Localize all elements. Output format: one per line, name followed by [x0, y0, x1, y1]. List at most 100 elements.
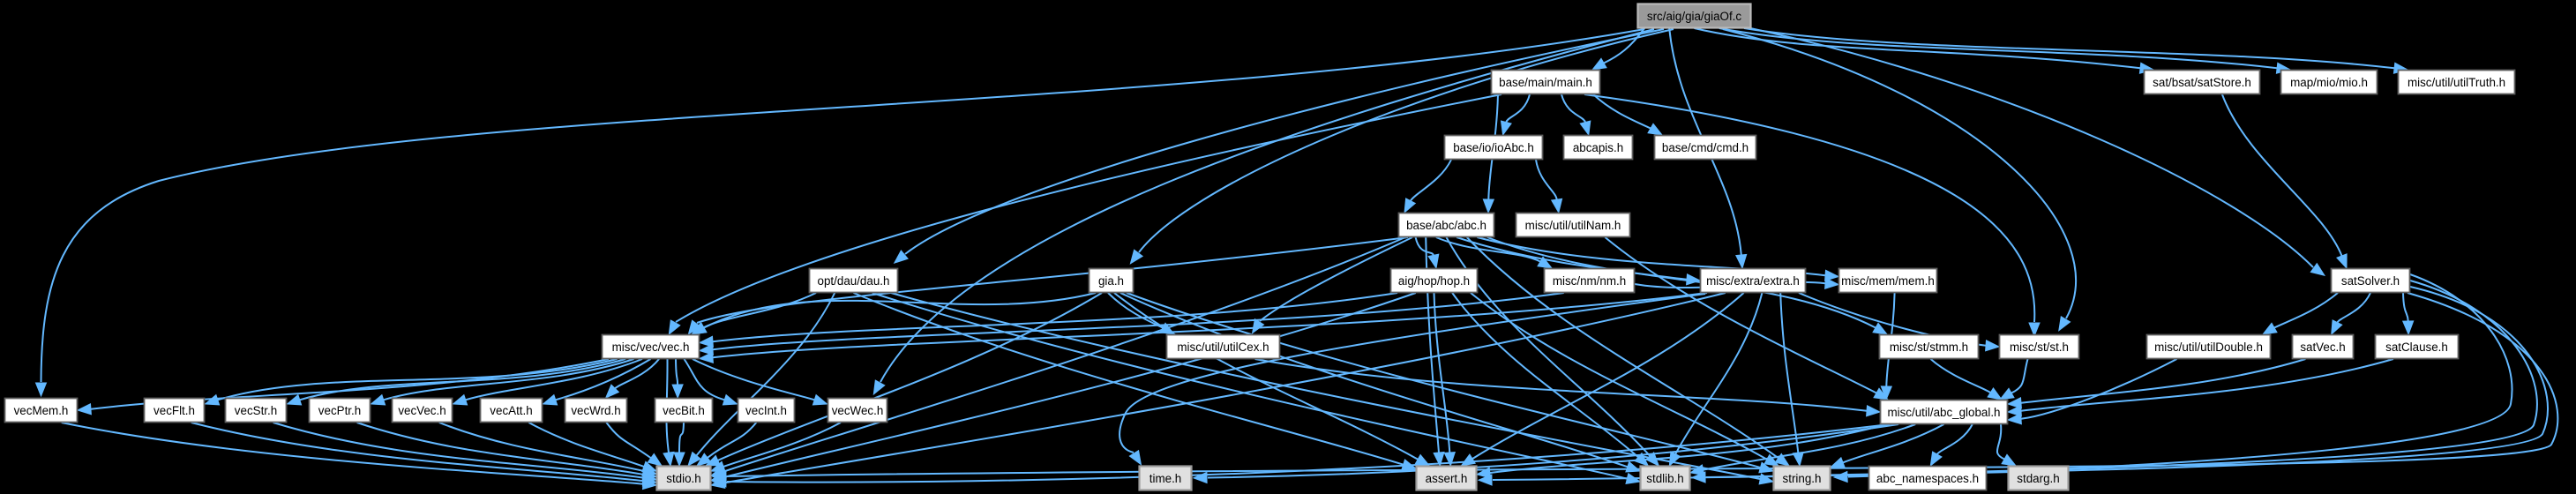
edge-arrowhead	[1427, 253, 1440, 270]
edge-arrowhead	[695, 453, 712, 467]
node-dau[interactable]: opt/dau/dau.h	[808, 267, 899, 294]
node-assert[interactable]: assert.h	[1415, 465, 1478, 491]
node-stdarg[interactable]: stdarg.h	[2007, 465, 2070, 491]
node-vec[interactable]: misc/vec/vec.h	[601, 333, 700, 360]
node-box[interactable]	[391, 397, 453, 423]
node-box[interactable]	[1562, 134, 1634, 161]
node-abcglobal[interactable]: misc/util/abc_global.h	[1879, 399, 2009, 425]
node-gia[interactable]: gia.h	[1088, 267, 1134, 294]
node-vecstr[interactable]: vecStr.h	[224, 397, 288, 423]
node-stmm[interactable]: misc/st/stmm.h	[1878, 333, 1980, 360]
node-vecptr[interactable]: vecPtr.h	[308, 397, 371, 423]
node-abc[interactable]: base/abc/abc.h	[1397, 212, 1495, 238]
node-box[interactable]	[1868, 465, 1988, 491]
node-box[interactable]	[2280, 69, 2378, 95]
edge-utildouble-to-abcglobal	[2006, 358, 2177, 425]
node-root[interactable]: src/aig/gia/giaOf.c	[1636, 3, 1752, 29]
node-box[interactable]	[1653, 134, 1757, 161]
node-box[interactable]	[1878, 333, 1980, 360]
node-box[interactable]	[224, 397, 288, 423]
node-box[interactable]	[2145, 333, 2272, 360]
node-box[interactable]	[1443, 134, 1544, 161]
node-utildouble[interactable]: misc/util/utilDouble.h	[2145, 333, 2272, 360]
node-box[interactable]	[1879, 399, 2009, 425]
edge-satsolver-to-satvec	[2331, 292, 2371, 336]
edge-arrowhead	[1998, 387, 2015, 400]
node-vecwrd[interactable]: vecWrd.h	[564, 397, 628, 423]
node-main[interactable]: base/main/main.h	[1490, 69, 1601, 95]
node-box[interactable]	[654, 397, 714, 423]
node-box[interactable]	[2291, 333, 2355, 360]
node-satvec[interactable]: satVec.h	[2291, 333, 2355, 360]
node-box[interactable]	[1389, 267, 1479, 294]
node-utilnam[interactable]: misc/util/utilNam.h	[1515, 212, 1631, 238]
node-box[interactable]	[737, 397, 796, 423]
node-box[interactable]	[1138, 465, 1193, 491]
edge-line	[712, 292, 1398, 343]
node-nm[interactable]: misc/nm/nm.h	[1543, 267, 1636, 294]
node-box[interactable]	[601, 333, 700, 360]
node-box[interactable]	[2007, 465, 2070, 491]
node-box[interactable]	[2397, 69, 2516, 95]
node-box[interactable]	[1088, 267, 1134, 294]
node-box[interactable]	[655, 465, 712, 491]
edge-line	[1435, 236, 1541, 263]
node-box[interactable]	[1639, 465, 1691, 491]
node-vecbit[interactable]: vecBit.h	[654, 397, 714, 423]
edge-line	[614, 358, 660, 390]
node-box[interactable]	[1490, 69, 1601, 95]
edge-vecwrd-to-stdio	[605, 422, 663, 467]
node-vecatt[interactable]: vecAtt.h	[479, 397, 543, 423]
node-ioabc[interactable]: base/io/ioAbc.h	[1443, 134, 1544, 161]
node-abcnamespaces[interactable]: abc_namespaces.h	[1868, 465, 1988, 491]
node-box[interactable]	[2374, 333, 2460, 360]
node-time[interactable]: time.h	[1138, 465, 1193, 491]
node-box[interactable]	[1515, 212, 1631, 238]
node-stdlib[interactable]: stdlib.h	[1639, 465, 1691, 491]
node-box[interactable]	[143, 397, 206, 423]
node-box[interactable]	[1699, 267, 1807, 294]
edge-arrowhead	[1482, 198, 1495, 214]
node-box[interactable]	[827, 397, 888, 423]
node-box[interactable]	[1772, 465, 1831, 491]
node-box[interactable]	[808, 267, 899, 294]
node-vecwec[interactable]: vecWec.h	[827, 397, 888, 423]
edge-vec-to-vecptr	[370, 358, 634, 406]
node-vecint[interactable]: vecInt.h	[737, 397, 796, 423]
node-box[interactable]	[2330, 267, 2411, 294]
edge-abc-to-hop	[1414, 236, 1440, 270]
node-box[interactable]	[1397, 212, 1495, 238]
node-box[interactable]	[564, 397, 628, 423]
node-utiltruth[interactable]: misc/util/utilTruth.h	[2397, 69, 2516, 95]
node-box[interactable]	[1998, 333, 2080, 360]
node-cmd[interactable]: base/cmd/cmd.h	[1653, 134, 1757, 161]
node-box[interactable]	[1636, 3, 1752, 29]
node-box[interactable]	[2143, 69, 2261, 95]
node-vecflt[interactable]: vecFlt.h	[143, 397, 206, 423]
node-box[interactable]	[1415, 465, 1478, 491]
node-satclause[interactable]: satClause.h	[2374, 333, 2460, 360]
node-box[interactable]	[479, 397, 543, 423]
node-satsolver[interactable]: satSolver.h	[2330, 267, 2411, 294]
node-stdio[interactable]: stdio.h	[655, 465, 712, 491]
node-label: string.h	[1783, 472, 1822, 485]
edge-line	[1703, 423, 1916, 471]
node-box[interactable]	[1543, 267, 1636, 294]
node-satstore[interactable]: sat/bsat/satStore.h	[2143, 69, 2261, 95]
node-box[interactable]	[4, 397, 79, 423]
node-mem[interactable]: misc/mem/mem.h	[1838, 267, 1938, 294]
node-box[interactable]	[308, 397, 371, 423]
node-string[interactable]: string.h	[1772, 465, 1831, 491]
node-hop[interactable]: aig/hop/hop.h	[1389, 267, 1479, 294]
node-vecmem[interactable]: vecMem.h	[4, 397, 79, 423]
node-mio[interactable]: map/mio/mio.h	[2280, 69, 2378, 95]
node-vecvec[interactable]: vecVec.h	[391, 397, 453, 423]
node-box[interactable]	[1165, 333, 1281, 360]
node-extra[interactable]: misc/extra/extra.h	[1699, 267, 1807, 294]
node-box[interactable]	[1838, 267, 1938, 294]
edge-arrowhead	[1985, 340, 2001, 352]
node-st[interactable]: misc/st/st.h	[1998, 333, 2080, 360]
node-abcapis[interactable]: abcapis.h	[1562, 134, 1634, 161]
node-utilcex[interactable]: misc/util/utilCex.h	[1165, 333, 1281, 360]
